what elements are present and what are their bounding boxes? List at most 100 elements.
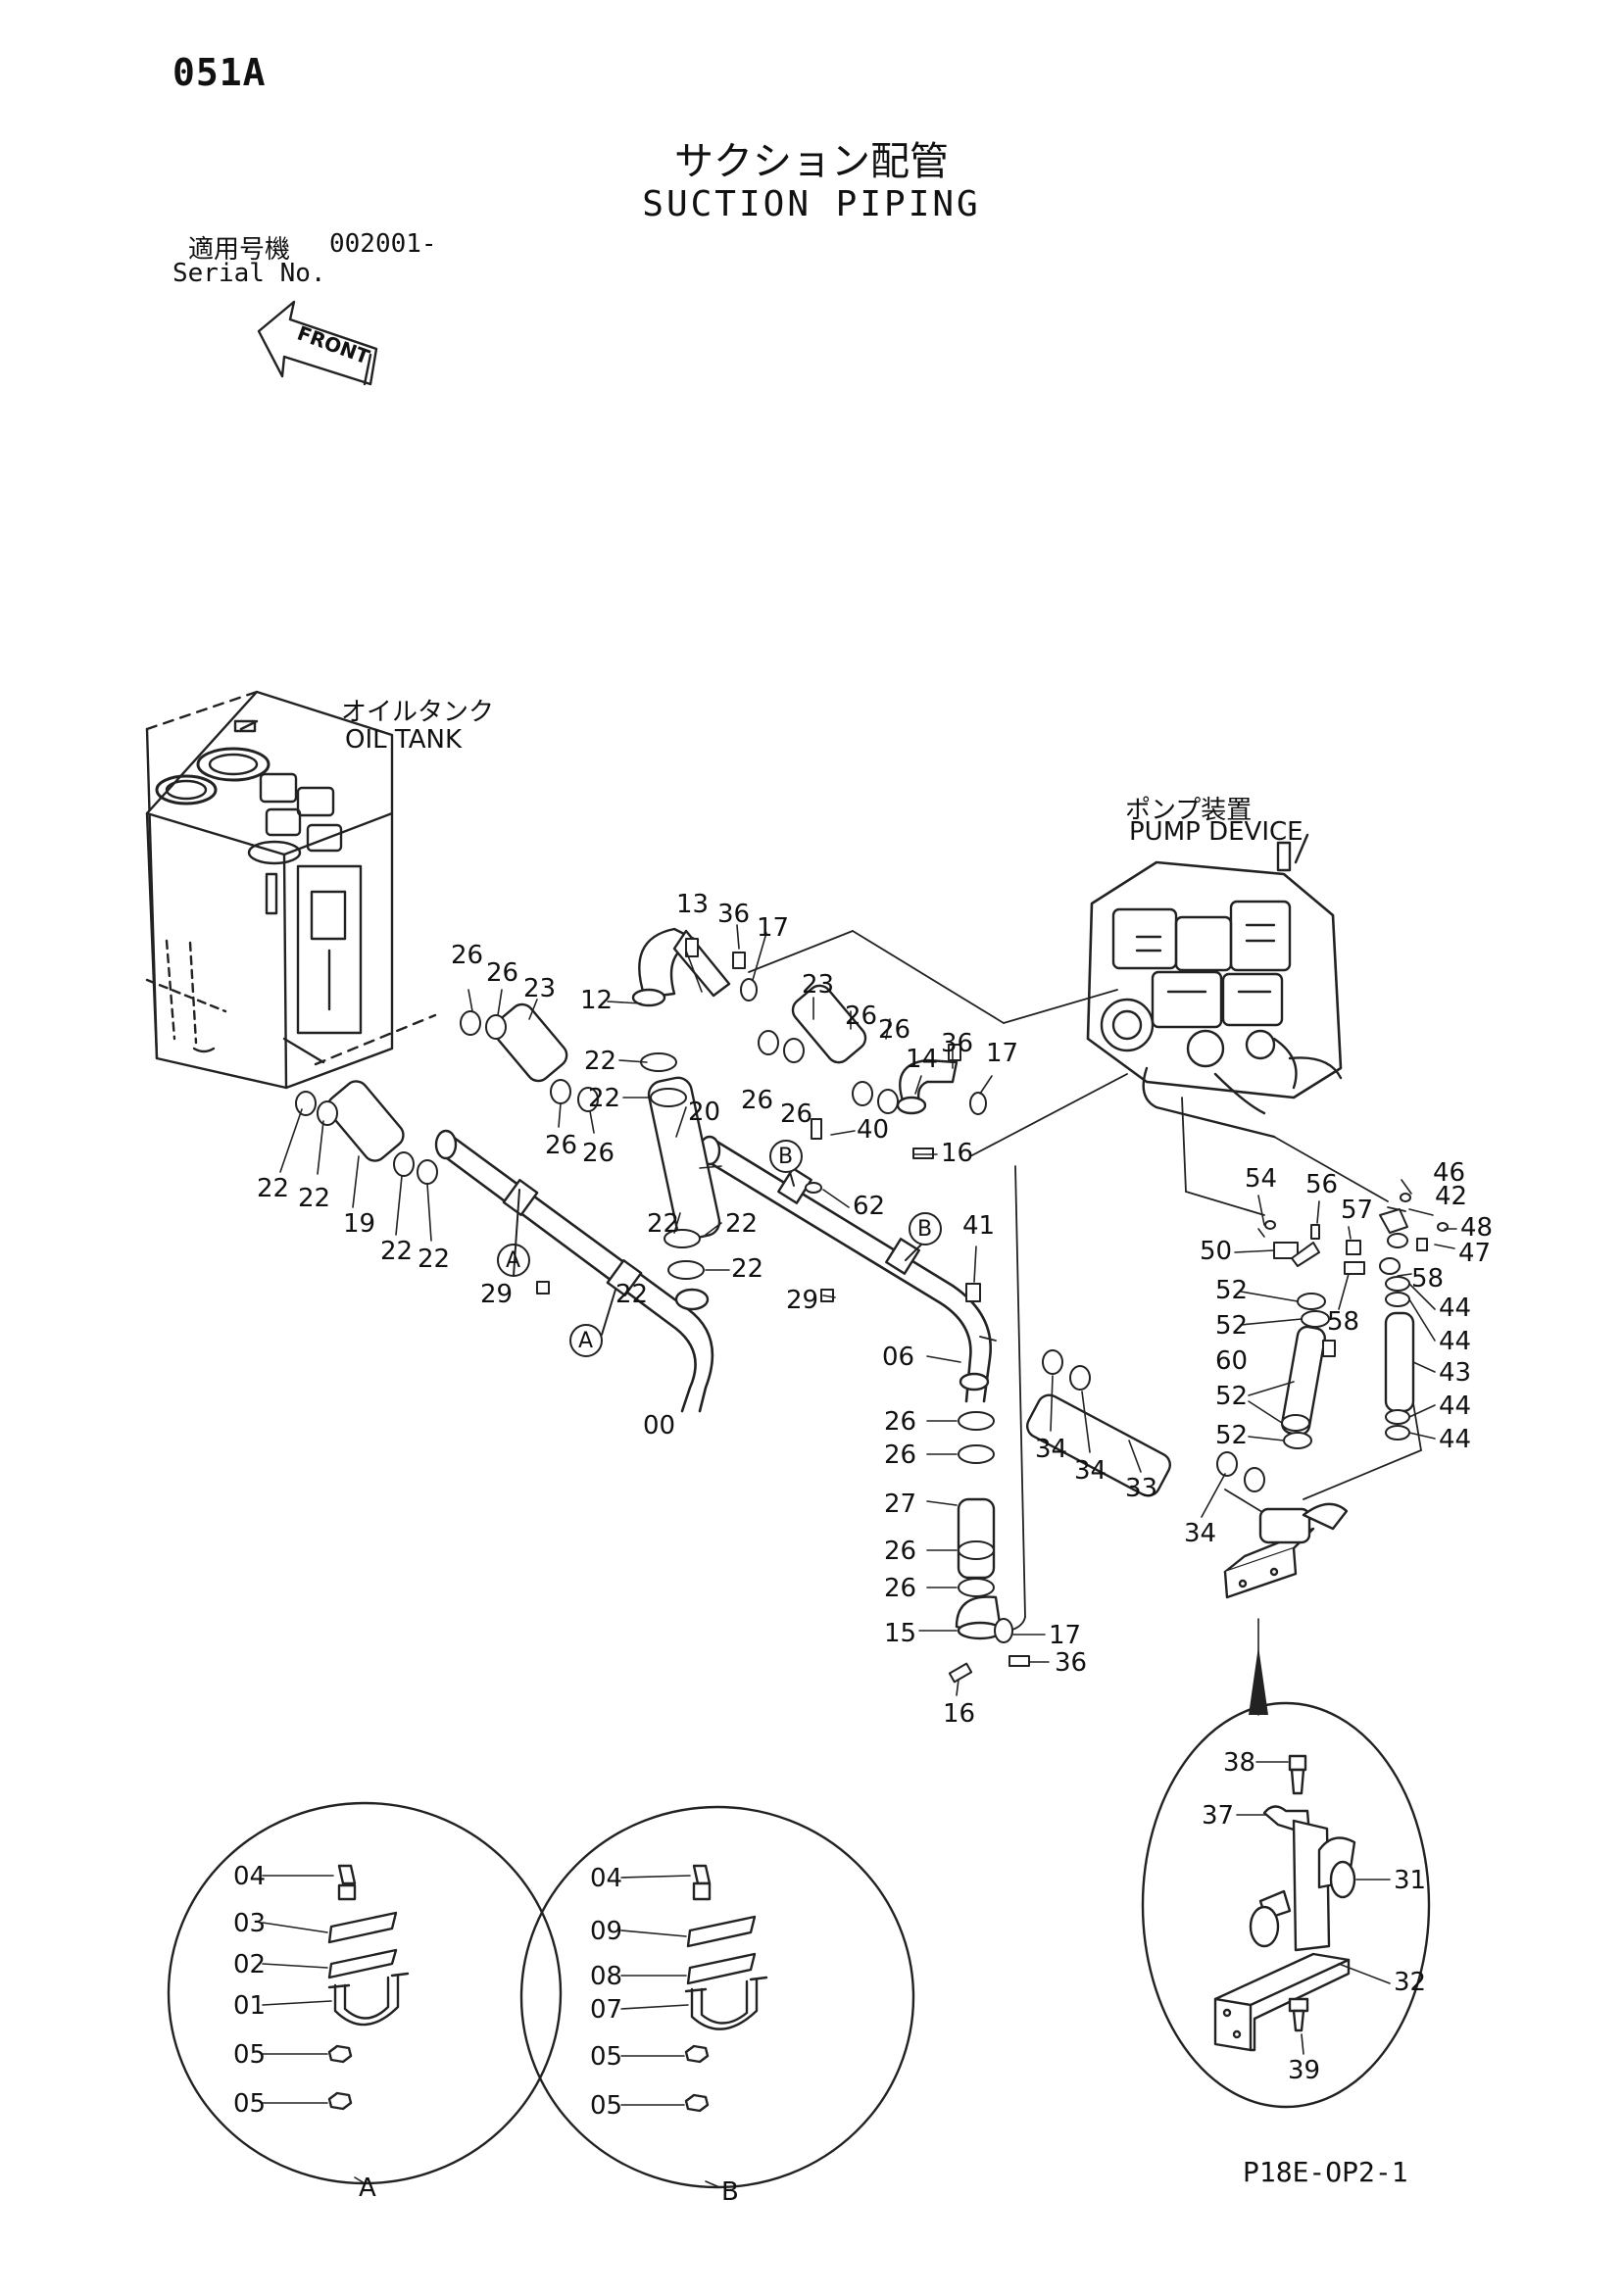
- part-label: 44: [1439, 1425, 1472, 1454]
- part-label: 22: [418, 1245, 451, 1274]
- part-label: 22: [647, 1209, 680, 1239]
- part-label: 12: [580, 986, 614, 1015]
- part-label: 57: [1341, 1196, 1374, 1225]
- part-label: 09: [590, 1917, 623, 1946]
- part-label: 52: [1215, 1421, 1249, 1450]
- detail-circle-b: [519, 1805, 915, 2189]
- part-label: 56: [1305, 1170, 1339, 1199]
- part-label: 05: [590, 2091, 623, 2121]
- serial-label-english: Serial No.: [172, 259, 326, 288]
- detail-b-caption: B: [721, 2177, 739, 2207]
- part-label: 20: [688, 1098, 721, 1127]
- part-label: 22: [615, 1280, 649, 1309]
- part-label: 26: [884, 1407, 917, 1437]
- part-label: 03: [233, 1909, 267, 1938]
- leader-lines: [279, 924, 1457, 1696]
- part-label: 50: [1200, 1237, 1233, 1266]
- part-label: 26: [884, 1537, 917, 1566]
- part-label: 17: [986, 1039, 1019, 1068]
- part-label: 44: [1439, 1294, 1472, 1323]
- part-label: 44: [1439, 1392, 1472, 1421]
- front-arrow-icon: [257, 300, 378, 386]
- callout-a-1: A: [506, 1248, 521, 1273]
- part-label: 01: [233, 1991, 267, 2021]
- part-label: 04: [590, 1864, 623, 1893]
- part-label: 26: [780, 1099, 813, 1129]
- part-label: 36: [941, 1029, 974, 1058]
- serial-number-value: 002001-: [329, 229, 437, 259]
- part-label: 29: [480, 1280, 514, 1309]
- part-label: 38: [1223, 1748, 1256, 1778]
- part-label: 16: [941, 1139, 974, 1168]
- part-label: 41: [962, 1211, 996, 1241]
- page-code: 051A: [172, 51, 267, 94]
- part-label: 46: [1433, 1158, 1466, 1188]
- part-label: 15: [884, 1619, 917, 1648]
- part-label: 52: [1215, 1276, 1249, 1305]
- part-label: 26: [545, 1131, 578, 1160]
- callout-a-2: A: [578, 1329, 594, 1353]
- detail-circle-block: [1141, 1618, 1431, 2109]
- part-label: 23: [802, 970, 835, 1000]
- part-label: 40: [857, 1115, 890, 1145]
- part-label: 23: [523, 974, 557, 1003]
- part-label: 22: [588, 1084, 621, 1113]
- part-label: 36: [717, 900, 751, 929]
- title-english: SUCTION PIPING: [642, 184, 981, 224]
- detail-a-caption: A: [359, 2174, 376, 2203]
- part-label: 26: [878, 1015, 911, 1045]
- part-label: 17: [1049, 1621, 1082, 1650]
- part-label: 34: [1074, 1456, 1107, 1486]
- pump-device-drawing: [1086, 833, 1343, 1139]
- callout-b-2: B: [917, 1217, 933, 1242]
- junction-block: [1223, 1502, 1349, 1599]
- oil-tank-drawing: [145, 690, 437, 1090]
- part-label: 42: [1435, 1182, 1468, 1211]
- pump-device-label-english: PUMP DEVICE: [1129, 817, 1303, 847]
- part-label: 22: [298, 1184, 331, 1213]
- document-code: P18E-OP2-1: [1243, 2156, 1408, 2188]
- part-label: 07: [590, 1995, 623, 2025]
- part-label: 04: [233, 1862, 267, 1891]
- part-label: 60: [1215, 1346, 1249, 1376]
- part-label: 26: [845, 1001, 878, 1031]
- part-label: 37: [1202, 1801, 1235, 1831]
- part-label: 05: [233, 2040, 267, 2070]
- part-label: 44: [1439, 1327, 1472, 1356]
- part-label: 17: [757, 913, 790, 943]
- serial-label-japanese: 適用号機: [188, 235, 291, 265]
- part-label: 34: [1184, 1519, 1217, 1548]
- part-label: 14: [906, 1045, 939, 1074]
- part-label: 26: [451, 941, 484, 970]
- part-label: 58: [1411, 1264, 1445, 1294]
- callout-circles: [497, 1140, 942, 1357]
- part-label: 52: [1215, 1382, 1249, 1411]
- part-label: 26: [884, 1441, 917, 1470]
- part-label: 52: [1215, 1311, 1249, 1341]
- part-label: 22: [725, 1209, 759, 1239]
- part-label: 22: [257, 1174, 290, 1203]
- part-label: 31: [1394, 1866, 1427, 1895]
- part-label: 54: [1245, 1164, 1278, 1194]
- part-label: 22: [380, 1237, 414, 1266]
- part-label: 33: [1125, 1474, 1158, 1503]
- detail-circle-a: [167, 1801, 563, 2185]
- oil-tank-label-english: OIL TANK: [345, 725, 463, 755]
- part-label: 05: [233, 2089, 267, 2119]
- part-label: 32: [1394, 1968, 1427, 1997]
- part-label: 22: [731, 1254, 764, 1284]
- title-japanese: サクション配管: [674, 139, 949, 184]
- part-label: 02: [233, 1950, 267, 1979]
- part-label: 00: [643, 1411, 676, 1441]
- part-label: 48: [1460, 1213, 1494, 1243]
- part-label: 05: [590, 2042, 623, 2072]
- part-label: 26: [486, 958, 519, 988]
- part-label: 58: [1327, 1307, 1360, 1337]
- part-label: 06: [882, 1343, 915, 1372]
- suction-pipe-00: [434, 1129, 714, 1413]
- part-label: 39: [1288, 2056, 1321, 2085]
- part-label: 43: [1439, 1358, 1472, 1388]
- oil-tank-label-japanese: オイルタンク: [341, 698, 495, 727]
